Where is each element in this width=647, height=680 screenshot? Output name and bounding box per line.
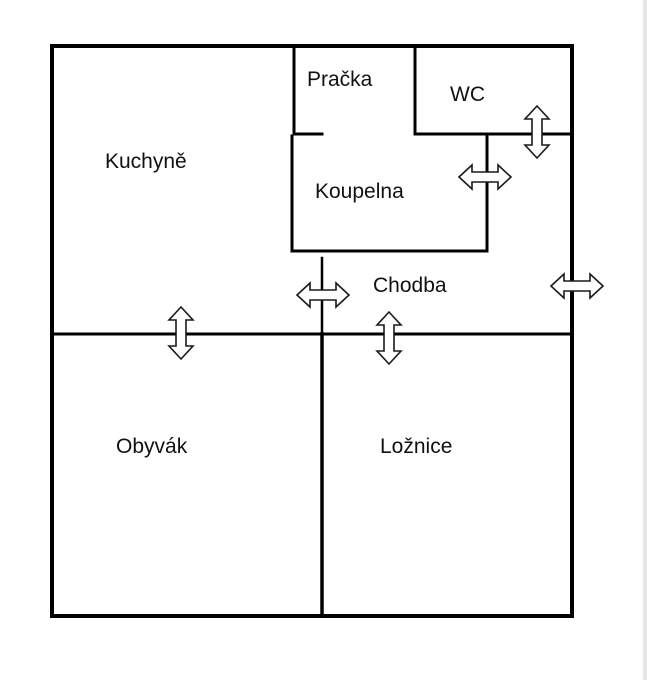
room-label-bathroom: Koupelna <box>315 180 404 203</box>
door-bedroom-arrow-icon <box>375 310 403 366</box>
room-label-wc: WC <box>450 83 485 106</box>
room-label-hallway: Chodba <box>373 274 447 297</box>
page-edge-strip <box>643 0 647 680</box>
room-label-washer: Pračka <box>307 68 373 91</box>
door-living-room-arrow-icon <box>167 305 195 361</box>
outer-wall <box>50 44 574 618</box>
door-entrance-arrow-icon <box>549 272 605 300</box>
door-hallway-arrow-icon <box>295 281 351 309</box>
door-bathroom-arrow-icon <box>457 163 513 191</box>
room-label-living-room: Obyvák <box>116 435 188 458</box>
room-label-bedroom: Ložnice <box>380 435 452 458</box>
door-wc-arrow-icon <box>523 104 551 160</box>
room-label-kitchen: Kuchyně <box>105 150 187 173</box>
